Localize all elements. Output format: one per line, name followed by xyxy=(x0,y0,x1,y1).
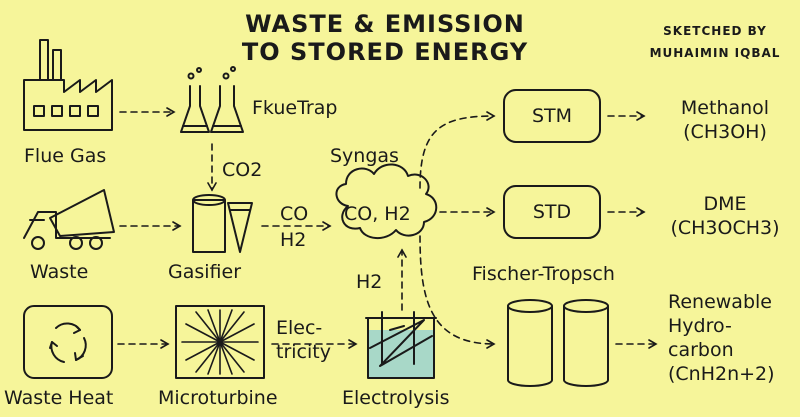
label-syngas: Syngas xyxy=(330,145,399,167)
sketch-credit: SKETCHED BY MUHAIMIN IQBAL xyxy=(640,20,790,64)
label-methanol: Methanol xyxy=(680,97,770,119)
label-gasifier: Gasifier xyxy=(168,261,242,283)
label-electricity-1: Elec- xyxy=(276,317,323,339)
label-syngas-content: CO, H2 xyxy=(344,203,411,225)
arrow-syngas-to-stm xyxy=(419,111,496,189)
stm-box xyxy=(503,89,601,143)
label-microturbine: Microturbine xyxy=(158,387,278,409)
gasifier-icon xyxy=(192,194,253,253)
label-hydrocarbon-formula: (CnH2n+2) xyxy=(668,363,775,385)
label-carbon: carbon xyxy=(668,339,734,361)
arrow-syngas-to-ft xyxy=(419,235,496,349)
std-box xyxy=(503,185,601,239)
label-stm: STM xyxy=(531,105,573,127)
fischer-tropsch-cylinders-icon xyxy=(507,299,609,387)
syngas-cloud-icon xyxy=(335,163,438,239)
label-methanol-formula: (CH3OH) xyxy=(683,121,767,143)
electrolysis-icon xyxy=(365,311,437,379)
label-dme-formula: (CH3OCH3) xyxy=(670,217,780,239)
label-renewable: Renewable xyxy=(668,291,772,313)
diagram-title: WASTE & EMISSION TO STORED ENERGY xyxy=(150,10,620,66)
credit-line-1: SKETCHED BY xyxy=(663,24,767,38)
title-line-2: TO STORED ENERGY xyxy=(241,38,529,66)
credit-line-2: MUHAIMIN IQBAL xyxy=(649,46,781,60)
label-fischer-tropsch: Fischer-Tropsch xyxy=(472,263,615,285)
factory-icon xyxy=(23,39,113,131)
label-electricity-2: tricity xyxy=(276,341,331,363)
flask-icon xyxy=(180,66,244,133)
label-co: CO xyxy=(280,203,309,225)
label-h2-gas: H2 xyxy=(280,229,307,251)
label-waste: Waste xyxy=(30,261,89,283)
microturbine-icon xyxy=(175,305,265,379)
label-electrolysis: Electrolysis xyxy=(342,387,450,409)
label-co2: CO2 xyxy=(222,159,263,181)
label-std: STD xyxy=(532,201,572,223)
truck-icon xyxy=(23,189,115,250)
label-h2-up: H2 xyxy=(356,271,383,293)
label-waste-heat: Waste Heat xyxy=(4,387,114,409)
flow-arrows xyxy=(117,107,658,349)
title-line-1: WASTE & EMISSION xyxy=(245,10,525,38)
label-fkuetrap: FkueTrap xyxy=(252,97,338,119)
label-dme: DME xyxy=(703,193,747,215)
label-hydro: Hydro- xyxy=(668,315,732,337)
label-flue-gas: Flue Gas xyxy=(24,145,107,167)
waste-heat-icon xyxy=(23,305,113,379)
